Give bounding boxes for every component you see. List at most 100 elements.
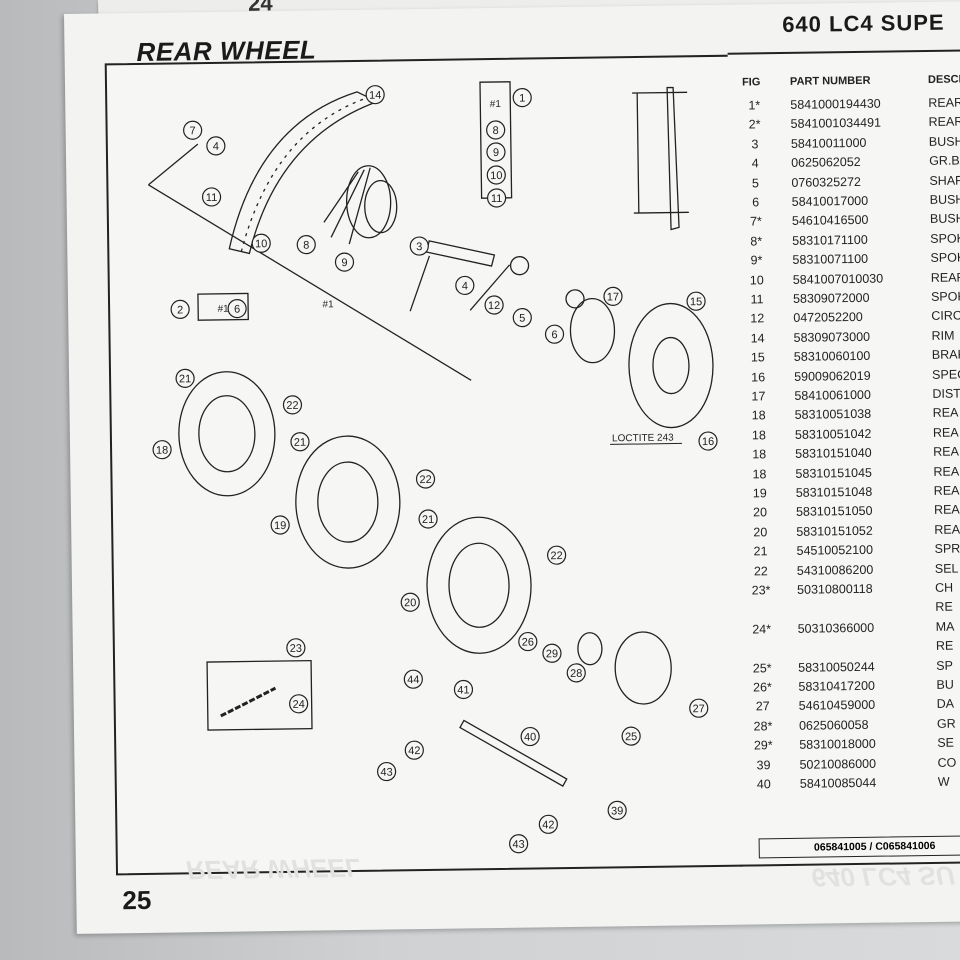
callout-circle [289,694,309,714]
callout-number: 21 [422,514,434,526]
row-part-number: 0760325272 [791,174,862,190]
row-fig: 14 [750,331,765,346]
row-part-number: 58310060100 [793,348,871,365]
header-description: DESCR [927,73,960,86]
sprocket-20 [426,516,532,654]
callout-circle [621,726,641,746]
brake-disc-center [652,336,690,395]
callout-19: 19 [270,515,290,535]
row-fig: 15 [750,350,765,365]
row-description: REA [933,464,960,479]
header-part-number: PART NUMBER [789,74,871,88]
callout-circle [400,592,420,612]
callout-number: 22 [550,550,562,562]
row-part-number: 5841001034491 [790,115,882,132]
table-footer-code: 065841005 / C065841006 [758,835,960,859]
callout-circle [201,187,222,207]
row-part-number: 58310151050 [795,504,873,520]
callout-11: 11 [201,187,222,207]
row-part-number: 58310071100 [792,251,869,268]
row-description: REA [933,444,959,460]
callout-number: 10 [255,238,267,250]
row-part-number: 58310151048 [795,484,873,500]
row-description: REAR W [928,95,960,110]
row-fig: 28* [753,718,773,734]
callout-circle [509,834,529,854]
callout-circle [251,233,271,253]
callout-24: 24 [289,694,309,714]
callout-18: 18 [152,440,172,460]
chain-box [206,659,313,731]
bleed-through-model: 640 LC4 SU [810,860,955,893]
row-fig: 16 [751,369,766,385]
row-fig: 20 [753,525,768,540]
carrier-bearing [577,632,603,666]
bearing-left [509,256,530,276]
bearing-right [565,289,585,309]
callout-number: 22 [286,400,298,412]
row-fig: 23* [751,583,771,598]
table-header: FIG PART NUMBER DESCR [728,73,960,88]
callout-circle [698,431,718,451]
callout-number: 4 [213,141,219,153]
row-description: SP [936,658,953,673]
row-fig: 7* [749,214,762,229]
callout-number: 11 [206,192,218,204]
row-description: GR.BA [929,153,960,169]
callout-number: 22 [419,474,431,486]
callout-circle [404,740,424,760]
row-fig: 9* [750,253,763,268]
leader-lines [147,143,511,381]
row-fig: 6 [752,195,760,210]
callout-26: 26 [518,631,538,652]
row-part-number: 5841007010030 [792,271,884,287]
callout-8: 8 [296,235,316,255]
row-description: REA [932,425,959,440]
callout-42: 42 [538,814,558,834]
callout-circle [544,324,565,344]
callout-43: 43 [509,834,529,854]
callout-29: 29 [542,643,562,663]
callout-6: 6 [227,299,247,319]
hub-shape [345,165,392,239]
callout-22: 22 [547,545,567,565]
row-description: REAR W [928,114,960,130]
row-part-number: 58310151052 [796,523,873,539]
row-fig [741,602,781,603]
callout-circle [484,295,504,315]
callout-6: 6 [544,324,565,344]
callout-circle [542,643,562,663]
row-part-number: 58310050244 [798,659,875,675]
sprocket-carrier [614,631,672,705]
kit-label: #1 [490,99,502,110]
callout-42: 42 [404,740,424,760]
row-fig: 3 [751,137,759,152]
spokes [323,167,371,245]
row-part-number: 50310800118 [797,581,873,597]
callout-16: 16 [698,431,718,451]
row-description: DA [936,697,955,712]
callout-9: 9 [334,252,355,272]
row-part-number: 0625060058 [798,717,869,733]
callout-circle [607,800,627,820]
callout-circle [365,85,385,105]
row-part-number: 58309072000 [792,290,870,306]
callout-circle [282,395,303,415]
callout-circle [486,165,506,185]
row-fig: 24* [752,621,772,637]
callout-circle [296,235,316,255]
row-part-number: 58410017000 [791,193,869,209]
row-description: BUSHI [928,134,960,149]
